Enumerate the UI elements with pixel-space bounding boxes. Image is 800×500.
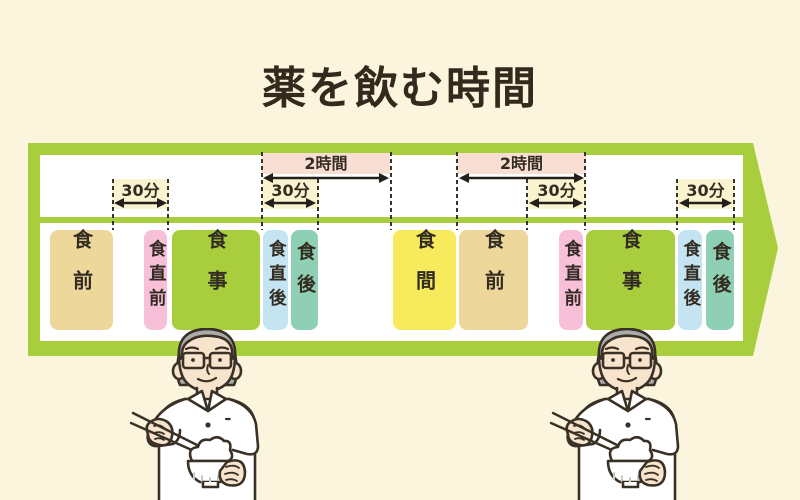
- elderly-man-eating-illustration: [549, 328, 680, 500]
- segment-shokuzen-1: 食前: [50, 229, 113, 330]
- duration-arrows: [114, 173, 732, 208]
- segment-shokuzen-2: 食前: [459, 229, 528, 330]
- segment-shokuji-2: 食事: [586, 229, 675, 330]
- duration-label-30m-1: 30分: [121, 180, 160, 200]
- segment-shokkan: 食間: [393, 229, 456, 330]
- segment-shokugo-1: 食後: [291, 230, 318, 330]
- segment-shokuchokuzen-1: 食直前: [144, 230, 167, 330]
- segment-shokuchokugo-1: 食直後: [263, 230, 288, 330]
- page-title: 薬を飲む時間: [262, 63, 538, 114]
- duration-label-30m-4: 30分: [686, 180, 725, 200]
- segment-shokuchokugo-2: 食直後: [678, 230, 702, 330]
- segment-shokuji-1: 食事: [172, 229, 260, 330]
- elderly-man-eating-illustration: [129, 328, 260, 500]
- segment-shokugo-2: 食後: [706, 230, 734, 330]
- duration-label-backgrounds: [112, 153, 735, 209]
- duration-label-2h-2: 2時間: [499, 153, 544, 173]
- band-divider: [40, 217, 743, 223]
- segment-shokuchokuzen-2: 食直前: [559, 230, 583, 330]
- duration-label-30m-2: 30分: [271, 180, 310, 200]
- duration-label-30m-3: 30分: [537, 180, 576, 200]
- dashed-boundary-lines: [112, 152, 735, 230]
- duration-label-2h-1: 2時間: [304, 153, 348, 173]
